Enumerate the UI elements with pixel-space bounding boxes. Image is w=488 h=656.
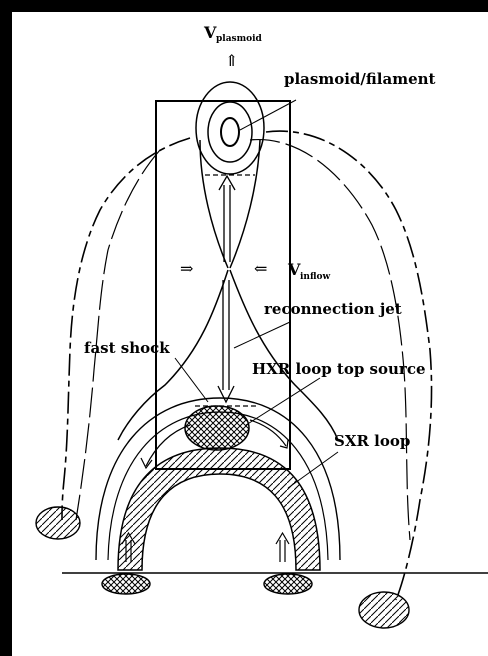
v-plasmoid-arrow: ⇑ — [225, 51, 238, 70]
plasmoid-middle-ring — [208, 102, 252, 162]
x-point-right-lower — [230, 270, 338, 440]
right-leg-upflow-arrow — [276, 533, 289, 562]
plasmoid-label: plasmoid/filament — [284, 70, 436, 88]
plasmoid-core — [221, 118, 239, 146]
fast-shock-pointer — [175, 358, 208, 402]
reconnection-jet-pointer — [234, 322, 290, 348]
right-outer-footpoint — [359, 592, 409, 628]
sxr-pointer — [288, 452, 338, 488]
sxr-loop-label: SXR loop — [334, 432, 410, 450]
upward-jet-arrow — [219, 176, 235, 262]
right-footpoint-source — [264, 574, 312, 594]
fast-shock-label: fast shock — [84, 339, 170, 357]
hxr-source-label: HXR loop top source — [252, 360, 426, 378]
plasmoid-outer-ring — [196, 82, 264, 174]
left-outflow-arrowhead — [141, 458, 152, 468]
left-outer-footpoint — [36, 507, 80, 539]
v-inflow-label: V — [287, 260, 301, 279]
hxr-pointer — [246, 378, 320, 425]
inflow-left-arrow: ⇐ — [254, 259, 267, 278]
v-plasmoid-label: V — [203, 23, 217, 42]
left-footpoint-source — [102, 574, 150, 594]
v-plasmoid-subscript: plasmoid — [216, 34, 263, 44]
inflow-right-arrow: ⇒ — [180, 259, 193, 278]
downward-jet-arrow — [218, 280, 234, 402]
reconnection-jet-label: reconnection jet — [264, 300, 402, 318]
v-inflow-subscript: inflow — [300, 272, 331, 282]
